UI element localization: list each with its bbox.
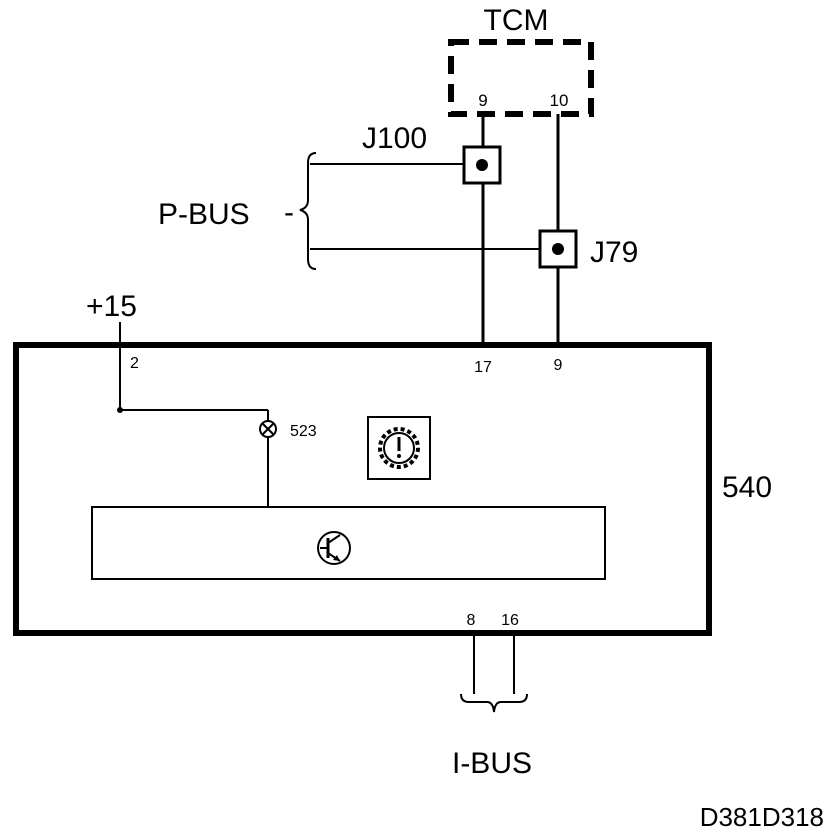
pbus-brace xyxy=(299,152,317,270)
tcm-pin-9: 9 xyxy=(478,91,487,110)
driver-block xyxy=(91,506,606,580)
module-pin-17: 17 xyxy=(474,359,492,376)
power-pin: 2 xyxy=(130,355,139,372)
j100-label: J100 xyxy=(362,122,427,155)
transistor-icon xyxy=(317,531,351,565)
pbus-dash: - xyxy=(284,196,294,229)
ibus-label: I-BUS xyxy=(452,747,532,780)
tcm-pin-10: 10 xyxy=(550,91,569,110)
tcm-box xyxy=(448,39,594,117)
module-pin-9: 9 xyxy=(554,357,563,374)
module-pin-16: 16 xyxy=(501,612,519,629)
ibus-brace xyxy=(460,693,528,713)
module-id: 540 xyxy=(722,471,772,504)
module-540-box xyxy=(13,342,712,636)
warning-indicator-icon xyxy=(367,416,431,480)
power-label: +15 xyxy=(86,290,137,323)
j100-dot xyxy=(476,159,488,171)
lamp-icon xyxy=(259,420,277,438)
tcm-label: TCM xyxy=(484,4,549,37)
lamp-id: 523 xyxy=(290,423,317,440)
pbus-label: P-BUS xyxy=(158,198,250,231)
j79-label: J79 xyxy=(590,236,638,269)
module-pin-8: 8 xyxy=(467,612,476,629)
figure-code: D381D318 xyxy=(700,802,824,832)
j79-dot xyxy=(552,243,564,255)
